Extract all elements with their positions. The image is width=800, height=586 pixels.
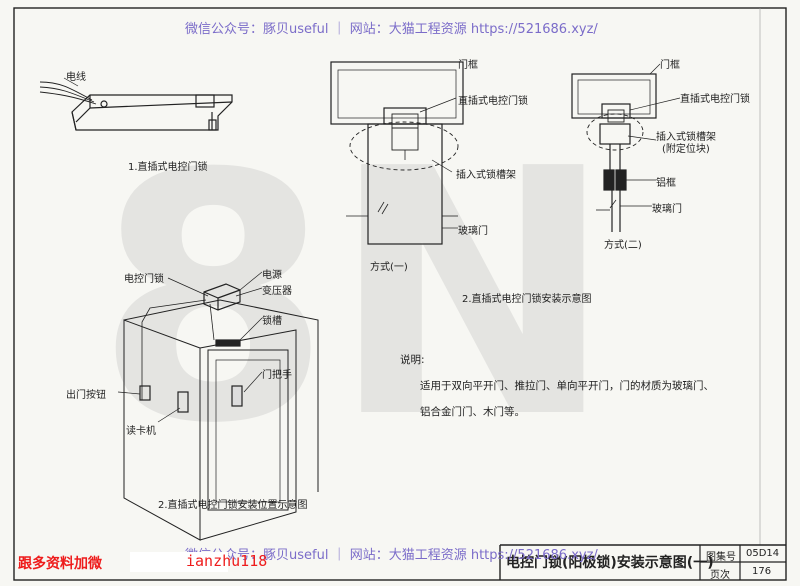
footer-wechat-id: ianzhu118 xyxy=(186,552,268,570)
mode2-caption: 方式(二) xyxy=(604,240,642,251)
mode2-label-bracket: 插入式锁槽架 xyxy=(656,132,716,143)
title-block-set-label: 图集号 xyxy=(706,552,736,563)
fig3-label-card-reader: 读卡机 xyxy=(126,426,156,437)
footer-redaction-box xyxy=(130,552,228,572)
fig3-label-transformer: 变压器 xyxy=(262,286,292,297)
fig3-label-slot: 锁槽 xyxy=(262,316,282,327)
mode1-label-lock: 直插式电控门锁 xyxy=(458,96,528,107)
notes-line2: 铝合金门门、木门等。 xyxy=(420,406,525,418)
mode1-caption: 方式(一) xyxy=(370,262,408,273)
mode2-label-lock: 直插式电控门锁 xyxy=(680,94,750,105)
title-block-set-value: 05D14 xyxy=(746,548,780,559)
caption-figure3: 2.直插式电控门锁安装位置示意图 xyxy=(158,500,308,511)
mode2-label-glass: 玻璃门 xyxy=(652,204,682,215)
fig3-label-handle: 门把手 xyxy=(262,370,292,381)
background-ghost-glyph-left: 8 xyxy=(95,102,332,498)
caption-figure2: 2.直插式电控门锁安装示意图 xyxy=(462,294,592,305)
title-block-title: 电控门锁(阳极锁)安装示意图(一) xyxy=(506,555,714,571)
footer-follow-text: 跟多资料加微 xyxy=(18,556,102,572)
title-block-page-value: 176 xyxy=(752,566,772,577)
caption-figure1: 1.直插式电控门锁 xyxy=(128,162,208,173)
mode2-label-bracket-note: (附定位块) xyxy=(662,144,710,155)
fig3-label-power: 电源 xyxy=(262,270,282,281)
notes-heading: 说明: xyxy=(400,354,425,366)
label-wire: 电线 xyxy=(66,72,86,83)
notes-line1: 适用于双向平开门、推拉门、单向平开门，门的材质为玻璃门、 xyxy=(420,380,714,392)
mode1-label-frame: 门框 xyxy=(458,60,478,71)
mode1-label-glass: 玻璃门 xyxy=(458,226,488,237)
background-ghost-glyph-right: N xyxy=(330,97,615,493)
mode2-label-alframe: 铝框 xyxy=(656,178,676,189)
watermark-bottom: 微信公众号：豚贝useful ｜ 网站：大猫工程资源 https://52168… xyxy=(185,548,598,563)
mode2-label-frame: 门框 xyxy=(660,60,680,71)
title-block-page-label: 页次 xyxy=(710,570,730,581)
fig3-label-exit-button: 出门按钮 xyxy=(66,390,106,401)
mode1-label-bracket: 插入式锁槽架 xyxy=(456,170,516,181)
watermark-top: 微信公众号：豚贝useful ｜ 网站：大猫工程资源 https://52168… xyxy=(185,22,598,37)
fig3-label-lock: 电控门锁 xyxy=(124,274,164,285)
